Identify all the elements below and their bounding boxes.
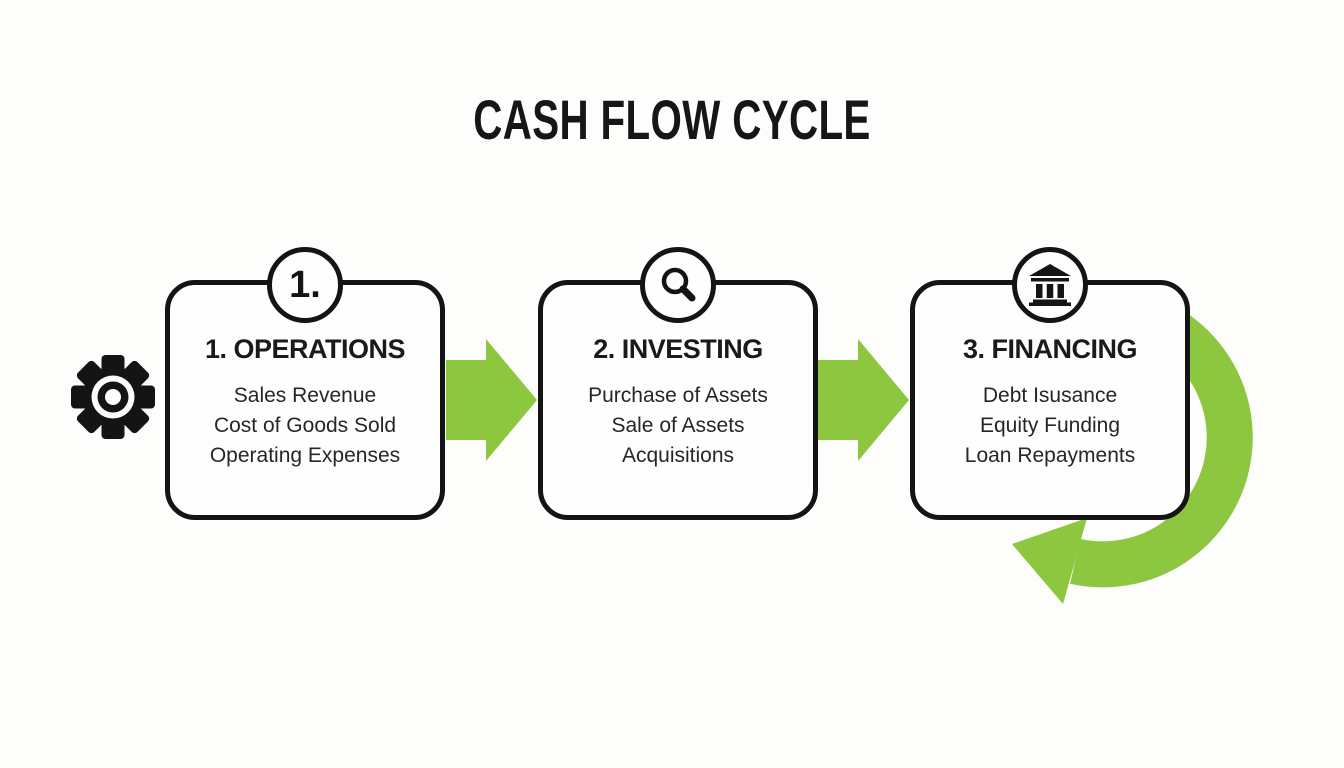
step-item: Loan Repayments xyxy=(964,443,1136,467)
step-item: Equity Funding xyxy=(979,413,1121,437)
step-item: Sale of Assets xyxy=(611,413,745,437)
step-heading-investing: 2. INVESTING xyxy=(593,334,763,364)
step-heading-operations: 1. OPERATIONS xyxy=(204,334,406,364)
step-badge-bank xyxy=(1012,247,1088,323)
step-box-financing: 3. FINANCING Debt Isusance Equity Fundin… xyxy=(910,247,1190,520)
step-item: Operating Expenses xyxy=(209,443,401,467)
magnifier-icon xyxy=(661,267,696,302)
page-title: CASH FLOW CYCLE xyxy=(473,88,871,151)
badge-number-label: 1. xyxy=(289,264,321,306)
step-item: Sales Revenue xyxy=(233,383,377,407)
bank-icon xyxy=(1029,264,1071,306)
step-items-investing: Purchase of Assets Sale of Assets Acquis… xyxy=(543,381,813,471)
step-item: Cost of Goods Sold xyxy=(213,413,397,437)
arrow-right-icon xyxy=(446,339,537,461)
arrow-right-icon xyxy=(818,339,909,461)
step-heading-financing: 3. FINANCING xyxy=(962,334,1138,364)
step-item: Purchase of Assets xyxy=(588,383,768,407)
step-box-operations: 1. 1. OPERATIONS Sales Revenue Cost of G… xyxy=(165,247,445,520)
cycle-arrowhead xyxy=(1012,518,1087,604)
step-item: Acquisitions xyxy=(621,443,735,467)
step-items-financing: Debt Isusance Equity Funding Loan Repaym… xyxy=(915,381,1185,471)
step-items-operations: Sales Revenue Cost of Goods Sold Operati… xyxy=(170,381,440,471)
step-badge-magnifier xyxy=(640,247,716,323)
step-box-investing: 2. INVESTING Purchase of Assets Sale of … xyxy=(538,247,818,520)
step-badge-number-1: 1. xyxy=(267,247,343,323)
gear-icon xyxy=(71,355,155,439)
step-item: Debt Isusance xyxy=(982,383,1118,407)
